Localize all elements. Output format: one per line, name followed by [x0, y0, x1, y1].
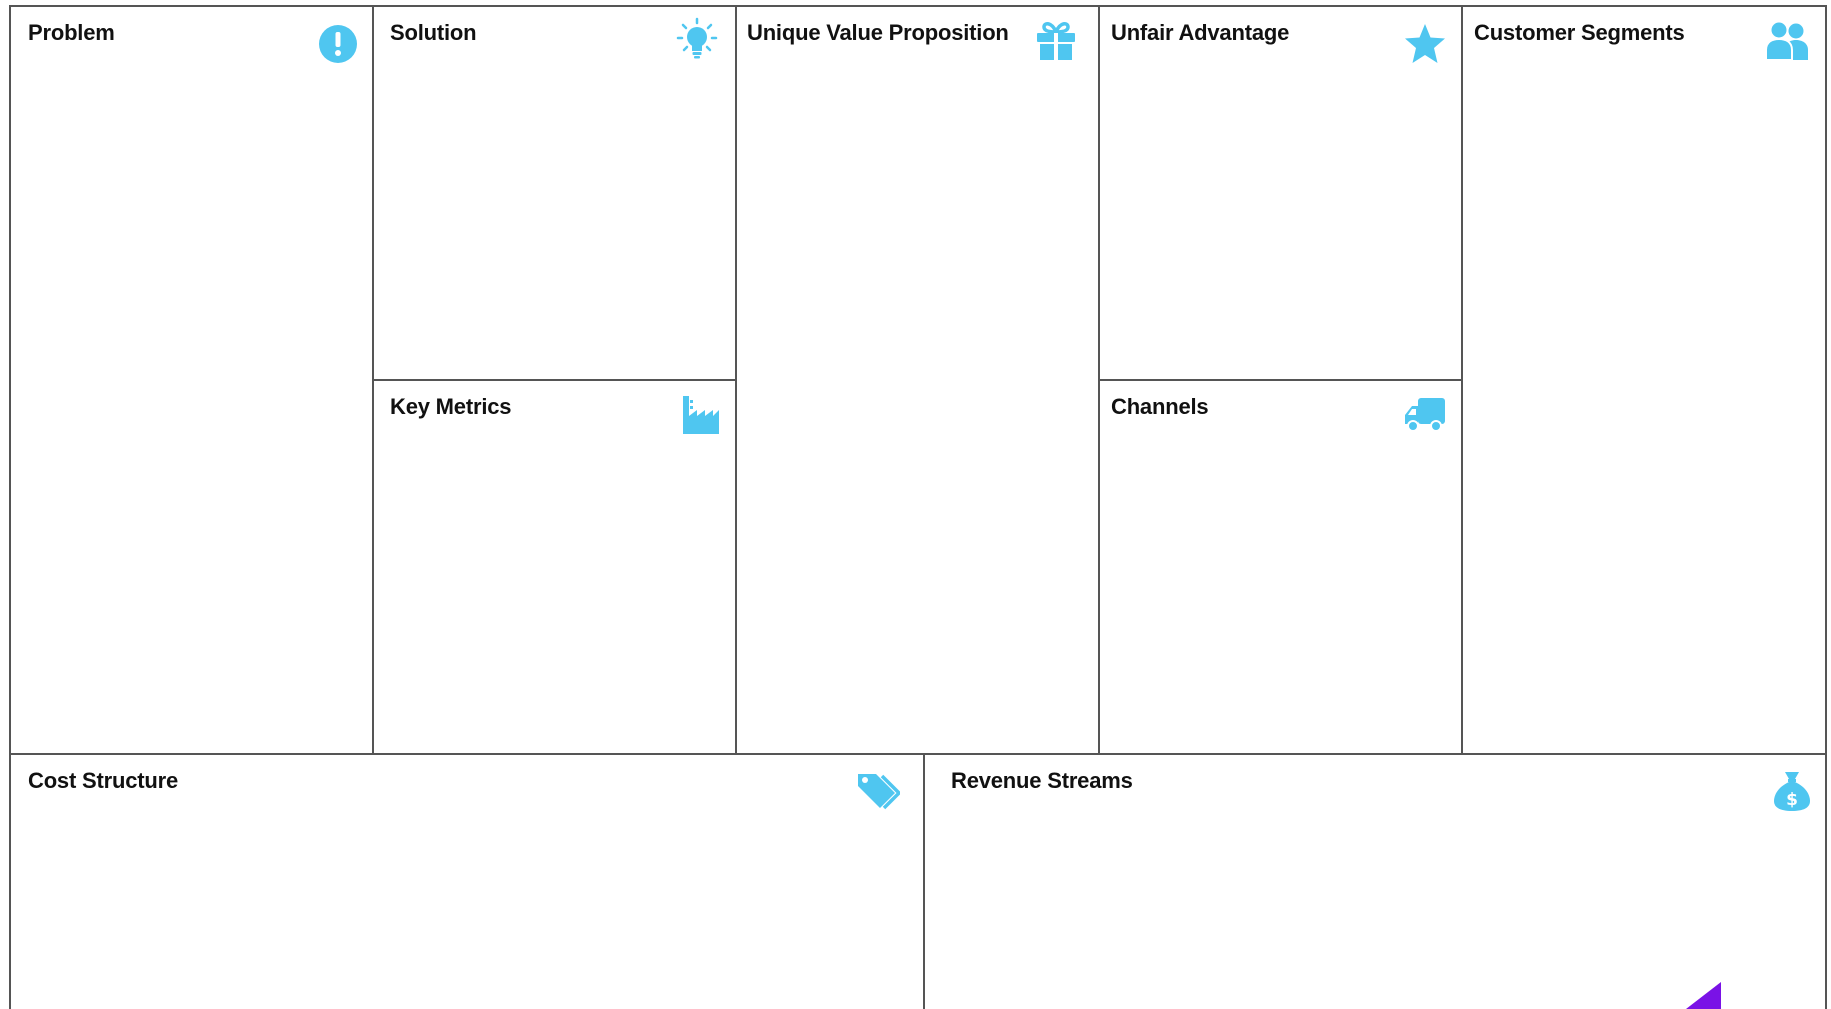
unfair-advantage-block[interactable]: Unfair Advantage [1099, 6, 1462, 380]
lightbulb-icon [675, 16, 719, 60]
gift-icon [1034, 18, 1078, 62]
users-icon [1765, 18, 1809, 62]
exclamation-circle-icon [316, 20, 360, 64]
customer-segments-title: Customer Segments [1474, 20, 1685, 45]
key-metrics-title: Key Metrics [390, 394, 512, 419]
unique-value-proposition-block[interactable]: Unique Value Proposition [736, 6, 1099, 754]
customer-segments-block[interactable]: Customer Segments [1462, 6, 1826, 754]
problem-title: Problem [28, 20, 115, 45]
truck-icon [1403, 392, 1447, 436]
svg-text:$: $ [1786, 790, 1798, 810]
money-bag-icon: $ [1770, 768, 1814, 812]
cost-structure-block[interactable]: Cost Structure [10, 754, 924, 1009]
star-icon [1403, 22, 1447, 66]
solution-block[interactable]: Solution [373, 6, 736, 380]
unique-value-proposition-title: Unique Value Proposition [747, 20, 1009, 45]
key-metrics-block[interactable]: Key Metrics [373, 380, 736, 754]
solution-title: Solution [390, 20, 477, 45]
price-tags-icon [856, 770, 900, 814]
revenue-streams-block[interactable]: Revenue Streams $ [924, 754, 1826, 1009]
factory-icon [679, 392, 723, 436]
problem-block[interactable]: Problem [10, 6, 373, 754]
revenue-streams-title: Revenue Streams [951, 768, 1133, 793]
cost-structure-title: Cost Structure [28, 768, 178, 793]
channels-title: Channels [1111, 394, 1209, 419]
corner-triangle-mark [1686, 982, 1721, 1009]
channels-block[interactable]: Channels [1099, 380, 1462, 754]
unfair-advantage-title: Unfair Advantage [1111, 20, 1290, 45]
